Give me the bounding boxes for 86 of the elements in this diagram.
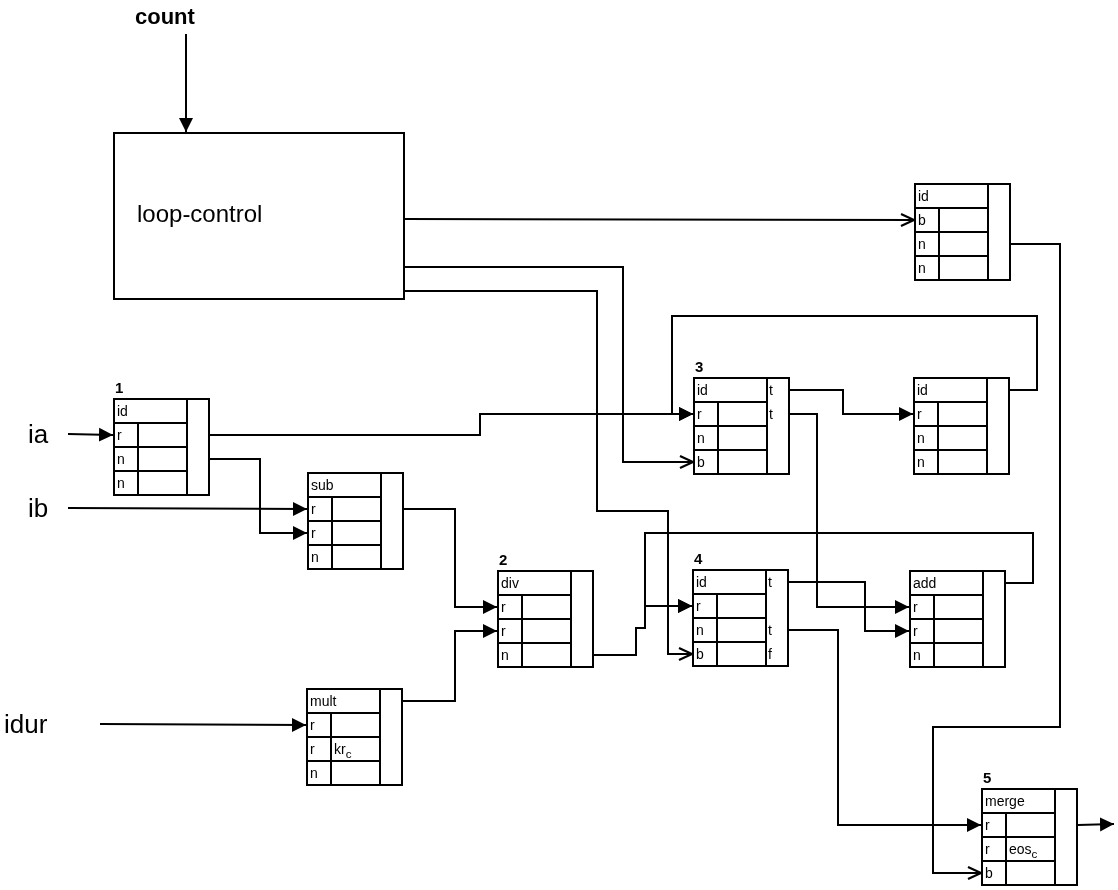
port-label: b (917, 211, 926, 230)
actor-number: 1 (115, 380, 124, 396)
port-label: f (767, 645, 772, 664)
port-label: r (310, 524, 316, 543)
arrow (99, 717, 307, 732)
actor-box (497, 570, 594, 668)
actor-number: 2 (499, 552, 508, 568)
arrow (404, 290, 694, 662)
port-label: r (695, 597, 701, 616)
port-label: r (116, 426, 122, 445)
port-label: n (309, 764, 318, 783)
port-label: b (984, 864, 993, 883)
port-label: n (116, 450, 125, 469)
port-label: r (696, 405, 702, 424)
actor-box (306, 688, 403, 786)
actor-name: id (695, 573, 707, 592)
actor-name: id (696, 381, 708, 400)
actor-box (909, 570, 1006, 668)
arrow (209, 458, 308, 540)
port-label: r (916, 405, 922, 424)
arrow (404, 266, 695, 470)
port-label: r (912, 598, 918, 617)
process-box (113, 132, 405, 300)
arrow (788, 581, 910, 638)
arrow (789, 389, 914, 421)
port-label: t (768, 381, 773, 400)
port-label: n (696, 429, 705, 448)
port-label: r (310, 500, 316, 519)
arrow (402, 624, 498, 702)
arrow (179, 33, 193, 133)
arrow (404, 212, 916, 228)
port-label: r (500, 622, 506, 641)
port-label: n (917, 259, 926, 278)
output-arrow (1077, 817, 1115, 832)
actor-name: mult (309, 692, 337, 711)
port-label: r (984, 816, 990, 835)
actor-name: id (917, 187, 929, 206)
signal-label: idur (4, 707, 100, 741)
port-label: eos$_{c}$ (1008, 840, 1038, 860)
actor-box (307, 472, 404, 570)
port-label: n (917, 235, 926, 254)
port-label: n (912, 646, 921, 665)
actor-name: sub (310, 476, 334, 495)
signal-label: ib (28, 491, 68, 525)
arrow (644, 532, 1034, 613)
port-label: n (695, 621, 704, 640)
actor-number: 4 (694, 551, 703, 567)
actor-name: div (500, 574, 519, 593)
actor-number: 5 (983, 770, 992, 786)
arrow (932, 243, 1061, 881)
port-label: r (309, 716, 315, 735)
port-label: r (500, 598, 506, 617)
arrow (67, 427, 114, 442)
actor-name: add (912, 574, 937, 593)
port-label: t (767, 621, 772, 640)
actor-box (113, 398, 210, 496)
port-label: t (767, 573, 772, 592)
port-label: r (912, 622, 918, 641)
port-label: n (916, 453, 925, 472)
arrow (671, 315, 1038, 421)
arrow (403, 508, 498, 614)
arrow (789, 413, 910, 614)
actor-box (913, 377, 1010, 475)
actor-name: id (916, 381, 928, 400)
actor-box (914, 183, 1011, 281)
arrow (67, 501, 308, 516)
actor-name: id (116, 402, 128, 421)
port-label: r (309, 740, 315, 759)
port-label: b (696, 453, 705, 472)
actor-box (981, 788, 1078, 886)
port-label: n (310, 548, 319, 567)
actor-number: 3 (695, 359, 704, 375)
port-label: b (695, 645, 704, 664)
signal-label: count (135, 0, 237, 34)
arrow (788, 629, 982, 832)
port-label: t (768, 405, 773, 424)
actor-box (692, 569, 789, 667)
port-label: r (984, 840, 990, 859)
port-label: n (916, 429, 925, 448)
actor-name: merge (984, 792, 1025, 811)
port-label: kr$_{c}$ (333, 740, 352, 760)
port-label: n (116, 474, 125, 493)
signal-label: ia (28, 417, 68, 451)
actor-box (693, 377, 790, 475)
box-label: loop-control (137, 200, 263, 228)
port-label: n (500, 646, 509, 665)
